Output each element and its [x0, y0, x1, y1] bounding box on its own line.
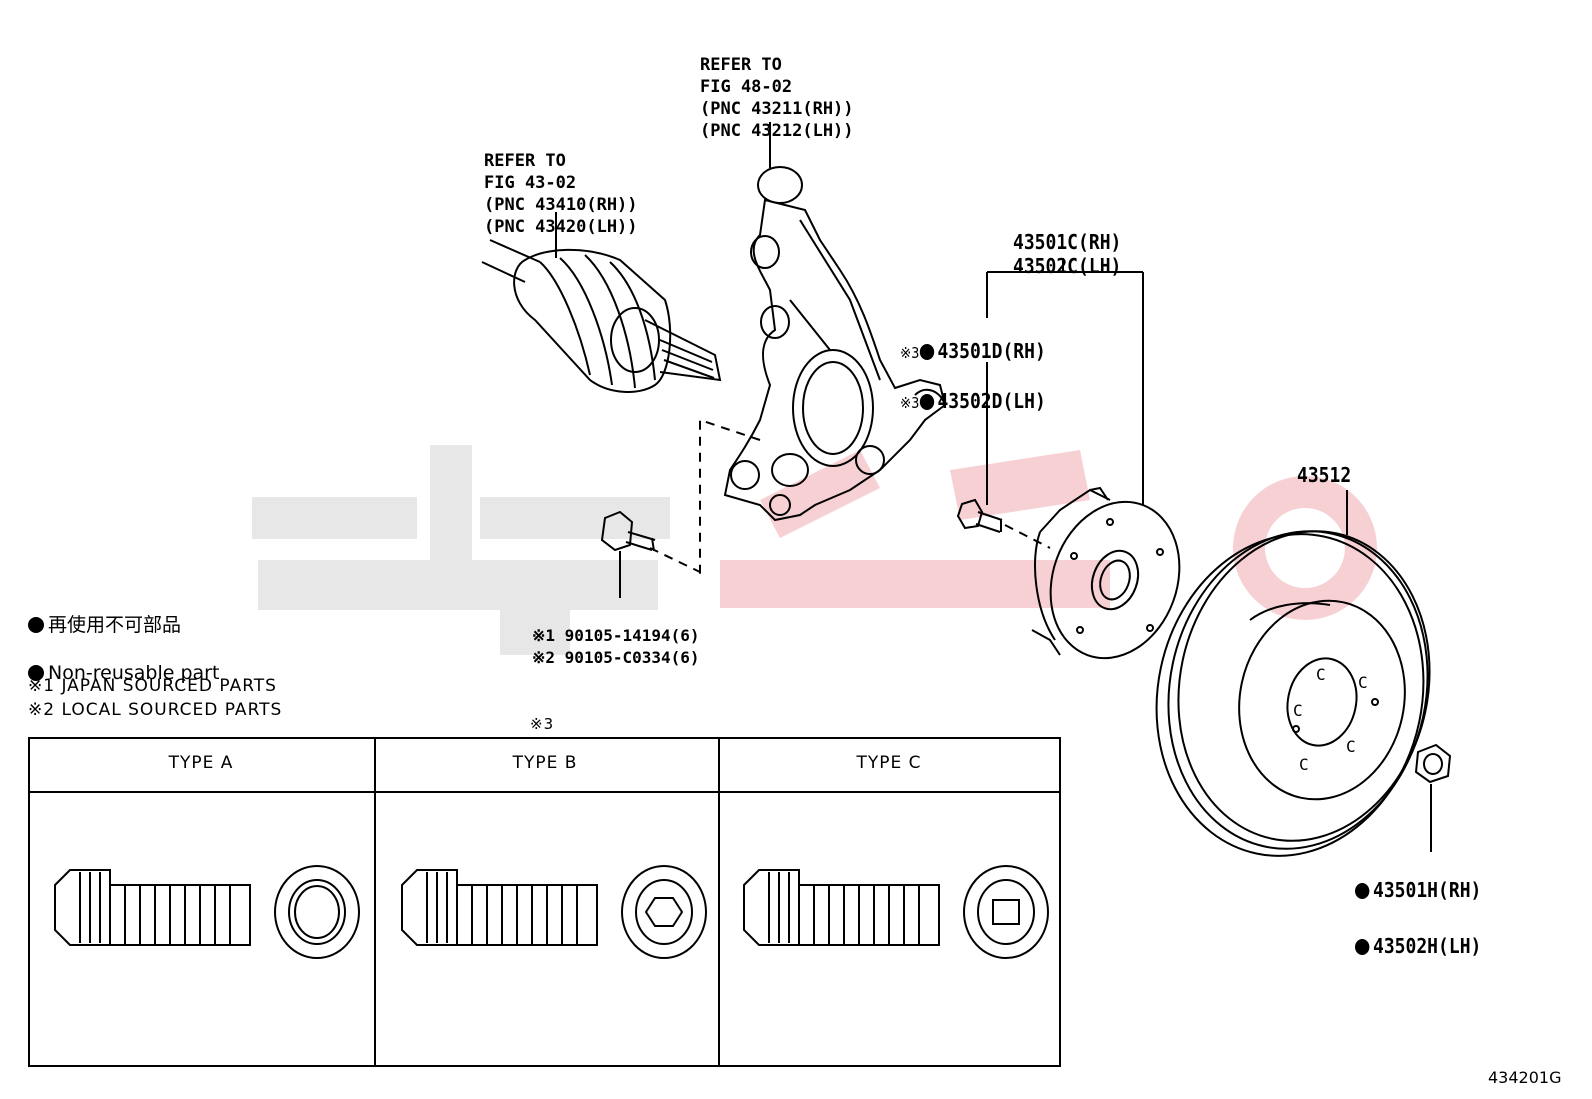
legend-jp: 再使用不可部品	[48, 614, 182, 636]
svg-text:C: C	[1316, 665, 1326, 684]
source-notes: ※1 JAPAN SOURCED PARTS ※2 LOCAL SOURCED P…	[28, 650, 282, 746]
table-mark: ※3	[530, 715, 555, 733]
note-local: ※2 LOCAL SOURCED PARTS	[28, 700, 283, 720]
hub-bolt-label: ※3 43501D(RH) ※3 43502D(LH)	[900, 315, 1046, 439]
lock-nut	[1414, 743, 1452, 852]
assembly-lines	[649, 418, 1051, 575]
steering-knuckle	[723, 122, 947, 522]
knuckle-ref-line-2: FIG 48-02	[700, 77, 793, 97]
non-reusable-dot	[919, 344, 934, 360]
disc-label: 43512	[1297, 463, 1352, 487]
nut-lh: 43502H(LH)	[1373, 934, 1482, 958]
shaft-ref-line-1: REFER TO	[484, 151, 566, 171]
non-reusable-dot	[1355, 939, 1370, 955]
type-a-header: TYPE A	[168, 753, 234, 773]
bolt-japan: ※1 90105-14194(6)	[532, 626, 700, 645]
hub-assy-rh: 43501C(RH)	[1013, 230, 1122, 254]
non-reusable-dot	[919, 394, 934, 410]
legend-dot	[28, 617, 44, 633]
nut-label: 43501H(RH) 43502H(LH)	[1355, 848, 1481, 988]
svg-text:C: C	[1293, 701, 1303, 720]
legend-en: Non-reusable part	[48, 662, 220, 684]
hub-bracket	[986, 258, 1144, 505]
figure-id: 434201G	[1488, 1068, 1562, 1087]
type-b-stud	[401, 865, 707, 959]
stud-type-table: TYPE A TYPE B TYPE C	[28, 737, 1061, 1067]
hub-bearing	[1031, 486, 1181, 660]
knuckle-ref-line-4: (PNC 43212(LH))	[700, 121, 854, 141]
svg-text:C: C	[1299, 755, 1309, 774]
shaft-ref-line-3: (PNC 43410(RH))	[484, 195, 638, 215]
hub-bolt-lh: 43502D(LH)	[937, 389, 1046, 413]
knuckle-bolt-labels: ※1 90105-14194(6) ※2 90105-C0334(6)	[532, 603, 700, 691]
type-c-header: TYPE C	[856, 753, 922, 773]
non-reusable-dot	[1355, 883, 1370, 899]
hub-assy-lh: 43502C(LH)	[1013, 254, 1122, 278]
knuckle-ref-line-3: (PNC 43211(RH))	[700, 99, 854, 119]
hub-bolt-mark-2: ※3	[900, 394, 920, 412]
svg-text:C: C	[1346, 737, 1356, 756]
type-a-stud	[54, 865, 360, 959]
svg-text:C: C	[1358, 673, 1368, 692]
shaft-ref-line-2: FIG 43-02	[484, 173, 577, 193]
note-japan: ※1 JAPAN SOURCED PARTS	[28, 676, 277, 696]
nut-rh: 43501H(RH)	[1373, 878, 1482, 902]
shaft-ref-line-4: (PNC 43420(LH))	[484, 217, 638, 237]
type-c-stud	[743, 865, 1049, 959]
brake-disc: C C C C C	[1155, 490, 1431, 857]
type-b-header: TYPE B	[512, 753, 578, 773]
knuckle-ref-line-1: REFER TO	[700, 55, 782, 75]
drive-shaft	[481, 212, 722, 393]
bolt-local: ※2 90105-C0334(6)	[532, 648, 700, 667]
legend: 再使用不可部品 Non-reusable part	[28, 589, 219, 709]
hub-assembly-label: 43501C(RH)43502C(LH)	[1013, 206, 1121, 302]
knuckle-bolt	[600, 510, 656, 598]
hub-bolt	[956, 362, 1003, 533]
hub-bolt-rh: 43501D(RH)	[937, 339, 1046, 363]
legend-dot	[28, 665, 44, 681]
hub-bolt-mark-1: ※3	[900, 344, 920, 362]
